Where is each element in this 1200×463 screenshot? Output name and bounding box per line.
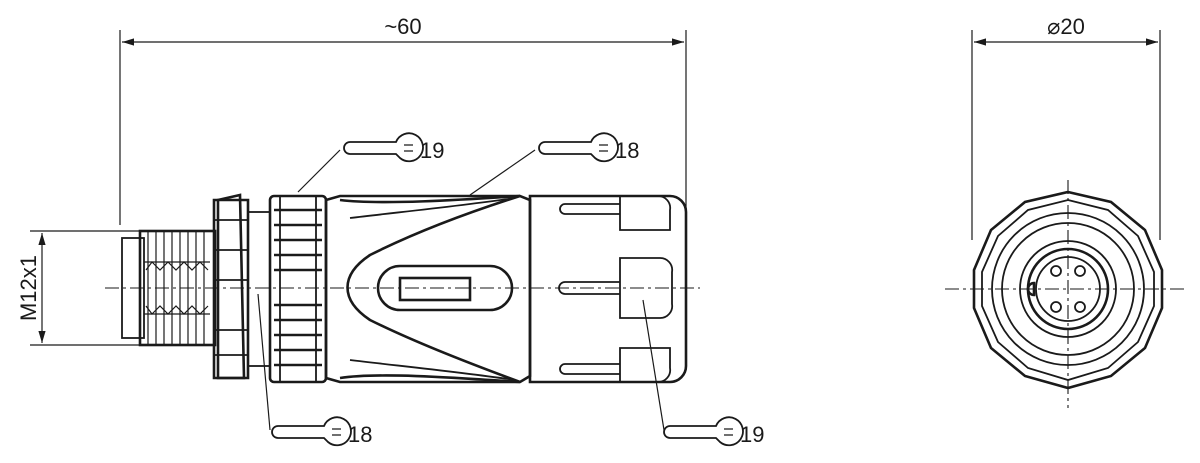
leader-lines [257,149,665,431]
diameter-value: 20 [1060,14,1084,39]
thread-label: M12x1 [16,255,41,321]
rear-grip [528,194,688,384]
callout-value: 18 [348,422,372,447]
svg-text:⌀20: ⌀20 [1047,14,1085,39]
diameter-symbol: ⌀ [1047,14,1060,39]
callout-value: 19 [420,138,444,163]
callout-hex-bottom: 18 [271,416,372,447]
diameter-dimension: ⌀20 [971,14,1161,240]
hex-nut [212,193,271,380]
connector-body [324,194,532,384]
callout-body-top: 18 [538,132,639,163]
knurled-ring [268,194,328,384]
length-dimension: ~60 [119,14,687,225]
callout-value: 19 [740,422,764,447]
thread-dimension: M12x1 [16,230,140,346]
callout-grip-bottom: 19 [663,416,764,447]
callout-nut-top: 19 [343,132,444,163]
length-label: ~60 [384,14,421,39]
front-view: ⌀20 [945,14,1188,408]
callout-value: 18 [615,138,639,163]
side-view: ~60 M12x1 [16,14,764,447]
contact-pins [1050,265,1086,313]
front-outline [972,190,1164,390]
